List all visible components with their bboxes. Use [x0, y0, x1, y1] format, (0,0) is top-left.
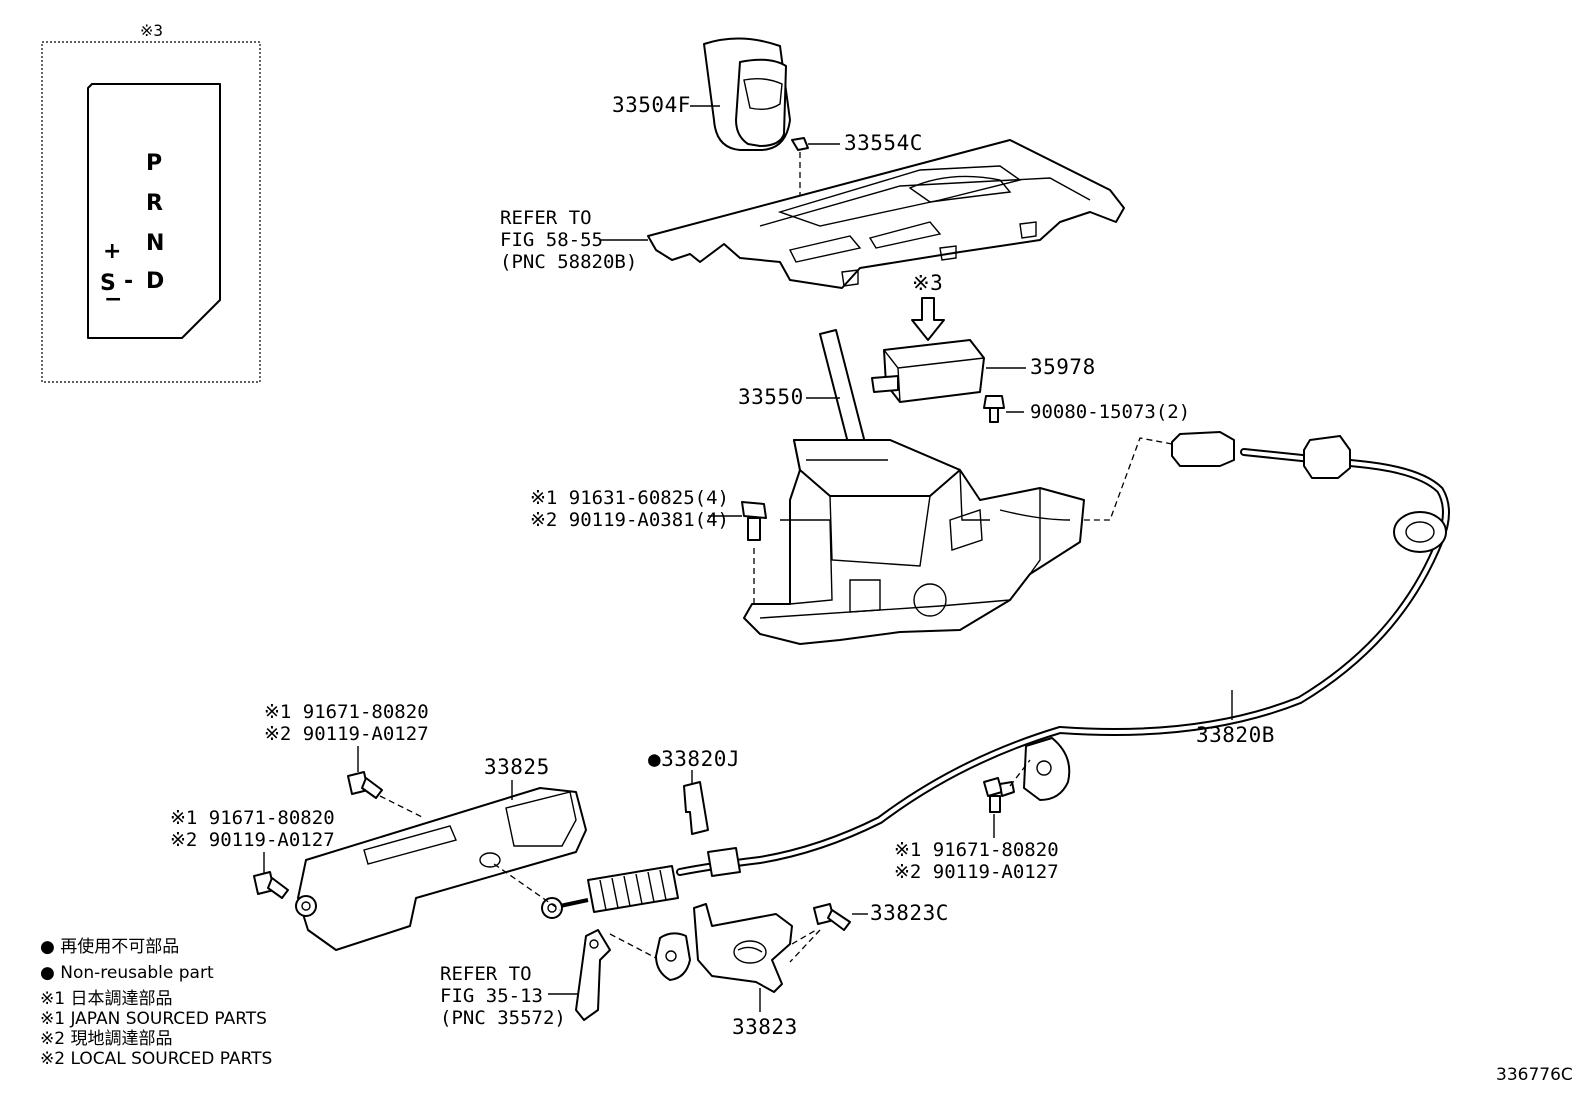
bolt-g3-line2: ※2 90119-A0127: [170, 829, 335, 851]
gate-dash: -: [124, 269, 133, 294]
diagram-id: 336776C: [1496, 1065, 1573, 1085]
clip-33554C: [791, 137, 809, 151]
label-90080: 90080-15073(2): [1030, 401, 1190, 423]
legend-jp-nonreuse: ● 再使用不可部品: [40, 936, 179, 957]
gate-p: P: [146, 151, 162, 176]
gate-r: R: [146, 191, 163, 216]
lever-35572: [575, 929, 611, 1021]
gate-plus: +: [103, 239, 121, 264]
bolt-g1-line2: ※2 90119-A0381(4): [530, 509, 729, 531]
gate-plate: [87, 83, 221, 339]
label-35978: 35978: [1030, 355, 1096, 379]
legend: ● 再使用不可部品 ● Non-reusable part ※1 日本調達部品 …: [40, 936, 272, 1069]
ref2-line3: (PNC 35572): [440, 1007, 566, 1029]
label-33820J: ●33820J: [648, 747, 740, 771]
label-33825: 33825: [484, 755, 550, 779]
legend-jp1: ※1 日本調達部品: [40, 989, 172, 1009]
gate-minus: −: [104, 287, 122, 312]
screw-90080: [983, 395, 1005, 423]
inset-marker: ※3: [140, 21, 163, 40]
bolt-g4: [983, 777, 1015, 813]
label-33823C: 33823C: [870, 901, 949, 925]
ref1-line3: (PNC 58820B): [500, 251, 637, 273]
ref1-line2: FIG 58-55: [500, 229, 603, 251]
inset-frame: [41, 41, 261, 383]
legend-jp2: ※2 現地調達部品: [40, 1029, 172, 1049]
shift-gate-inset: ※3 P R N D S - + −: [41, 21, 261, 383]
shift-lever-assembly: [743, 439, 1085, 645]
clip-33820J: [683, 781, 709, 835]
bolt-g4-line2: ※2 90119-A0127: [894, 861, 1059, 883]
bolt-g3: [253, 871, 289, 899]
arrow-down-icon: [911, 297, 945, 341]
legend-en1: ※1 JAPAN SOURCED PARTS: [40, 1009, 267, 1029]
bolt-g2-line2: ※2 90119-A0127: [264, 723, 429, 745]
bolt-g2: [347, 771, 383, 799]
label-33550: 33550: [738, 385, 804, 409]
console-bezel: [647, 139, 1125, 289]
gate-d: D: [146, 269, 164, 294]
legend-en-nonreuse: ● Non-reusable part: [40, 963, 214, 983]
label-33554C: 33554C: [844, 131, 923, 155]
gate-n: N: [146, 231, 164, 256]
ref2-line1: REFER TO: [440, 963, 532, 985]
legend-en2: ※2 LOCAL SOURCED PARTS: [40, 1049, 272, 1069]
bracket-33823: [655, 903, 793, 993]
ref1-line1: REFER TO: [500, 207, 592, 229]
transmission-control-cable: [541, 431, 1450, 919]
ref2-line2: FIG 35-13: [440, 985, 543, 1007]
bolt-33823C: [813, 903, 851, 931]
bracket-33825: [295, 787, 587, 951]
bolt-g3-line1: ※1 91671-80820: [170, 807, 335, 829]
label-33504F: 33504F: [612, 93, 691, 117]
bolt-91631: [741, 501, 767, 541]
shift-knob: [703, 37, 791, 151]
bolt-g1-line1: ※1 91631-60825(4): [530, 487, 729, 509]
bolt-g4-line1: ※1 91671-80820: [894, 839, 1059, 861]
gate-s: S: [100, 271, 116, 296]
marker-3: ※3: [912, 271, 943, 295]
bolt-g2-line1: ※1 91671-80820: [264, 701, 429, 723]
indicator-35978: [871, 339, 985, 403]
label-33820B: 33820B: [1196, 723, 1275, 747]
label-33823: 33823: [732, 1015, 798, 1039]
